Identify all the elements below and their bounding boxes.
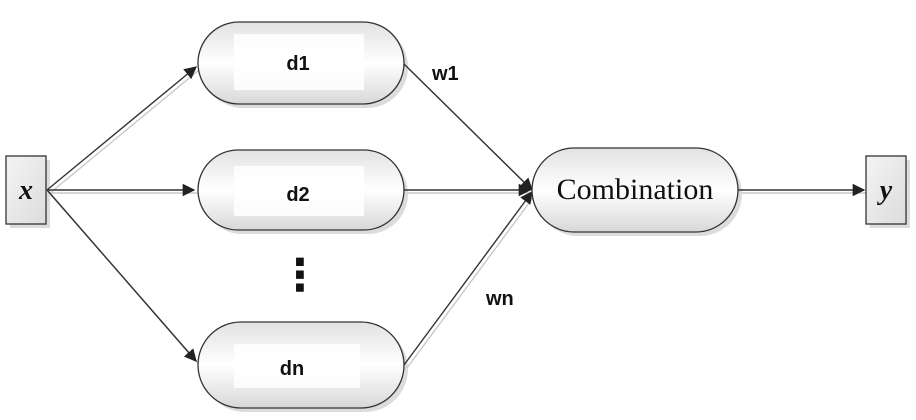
learner-label: d2	[286, 184, 309, 206]
edge-d1-combination	[403, 63, 533, 191]
combiner-edges	[403, 63, 536, 369]
learner-label: dn	[280, 358, 304, 380]
input-node: x	[5, 155, 50, 228]
combination-label: Combination	[557, 173, 714, 206]
input-edges	[46, 66, 200, 365]
input-label: x	[18, 175, 33, 206]
edge-x-dn	[46, 189, 197, 362]
combination-node: Combination	[531, 147, 742, 236]
learner-node-dn: dn	[197, 321, 408, 412]
ellipsis: ⋮	[278, 250, 322, 301]
output-label: y	[877, 175, 893, 206]
learner-node-d2: d2	[197, 149, 408, 234]
learner-node-d1: d1	[197, 21, 408, 108]
weight-label-wn: wn	[485, 288, 514, 310]
output-node: y	[865, 155, 910, 228]
edge-x-d1	[46, 66, 197, 191]
weight-label-w1: w1	[431, 63, 459, 85]
edge-dn-combination	[403, 190, 533, 366]
learner-label: d1	[286, 53, 309, 75]
